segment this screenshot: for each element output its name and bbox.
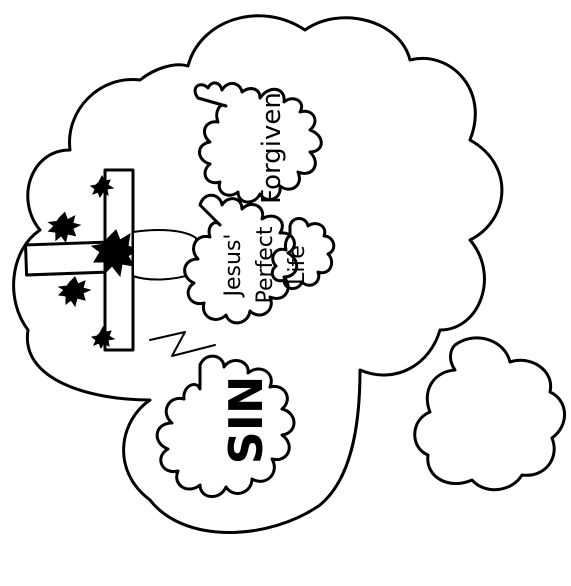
jesus-label: Jesus' <box>221 234 246 299</box>
small-cloud-shape <box>413 336 566 492</box>
crown-of-thorns-icon <box>47 174 140 350</box>
splat-forgiven <box>193 81 323 204</box>
arrow-shape <box>149 331 216 357</box>
forgiven-label: Forgiven <box>257 92 287 204</box>
cross-icon <box>24 168 198 352</box>
sin-label: SIN <box>219 376 273 465</box>
perfect-label: Perfect <box>253 226 278 303</box>
splat-jesus-perfect-life <box>183 193 336 325</box>
life-label: Life <box>285 245 310 285</box>
splat-sin <box>155 354 296 498</box>
